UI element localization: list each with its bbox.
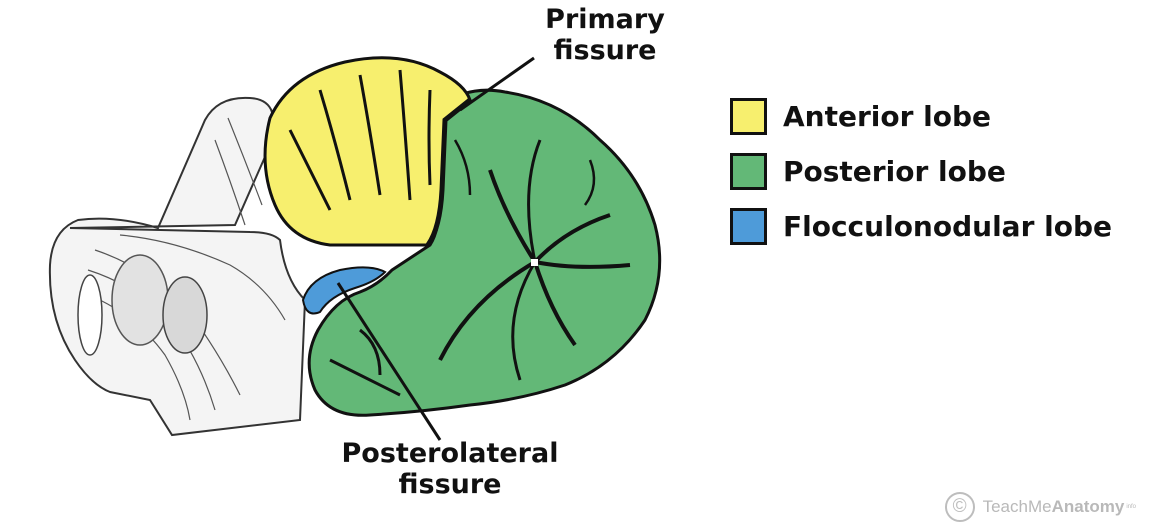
- legend-label-anterior: Anterior lobe: [783, 100, 992, 133]
- primary-fissure-pointer: [459, 56, 535, 112]
- primary-fissure-label: Primary fissure: [540, 4, 670, 66]
- posterolateral-fissure-line-1: Posterolateral: [341, 438, 559, 469]
- watermark-prefix: TeachMe: [982, 497, 1052, 516]
- legend-swatch-anterior: [730, 98, 767, 135]
- white-marker: [531, 259, 538, 266]
- watermark-suffix: info: [1126, 504, 1136, 510]
- legend-item-anterior: Anterior lobe: [730, 96, 1112, 137]
- legend-item-posterior: Posterior lobe: [730, 151, 1112, 192]
- legend: Anterior lobe Posterior lobe Flocculonod…: [730, 96, 1112, 261]
- posterolateral-fissure-line-2: fissure: [398, 469, 502, 500]
- brainstem-outline: [48, 96, 307, 437]
- watermark: © TeachMe Anatomy info: [944, 492, 1136, 522]
- anterior-lobe: [263, 56, 472, 247]
- primary-fissure-line-1: Primary: [545, 4, 665, 35]
- posterior-lobe-shape: [307, 88, 662, 417]
- copyright-icon: ©: [944, 492, 975, 522]
- posterolateral-fissure-pointer: [336, 282, 442, 441]
- primary-fissure: [425, 98, 472, 247]
- posterolateral-fissure-label: Posterolateral fissure: [330, 438, 570, 500]
- legend-label-flocculonodular: Flocculonodular lobe: [783, 210, 1112, 243]
- brainstem: [48, 96, 373, 437]
- primary-fissure-line-2: fissure: [553, 35, 657, 66]
- legend-label-posterior: Posterior lobe: [783, 155, 1006, 188]
- watermark-brand: Anatomy: [1051, 497, 1125, 516]
- legend-item-flocculonodular: Flocculonodular lobe: [730, 206, 1112, 247]
- legend-swatch-posterior: [730, 153, 767, 190]
- posterior-lobe: [307, 88, 662, 417]
- legend-swatch-flocculonodular: [730, 208, 767, 245]
